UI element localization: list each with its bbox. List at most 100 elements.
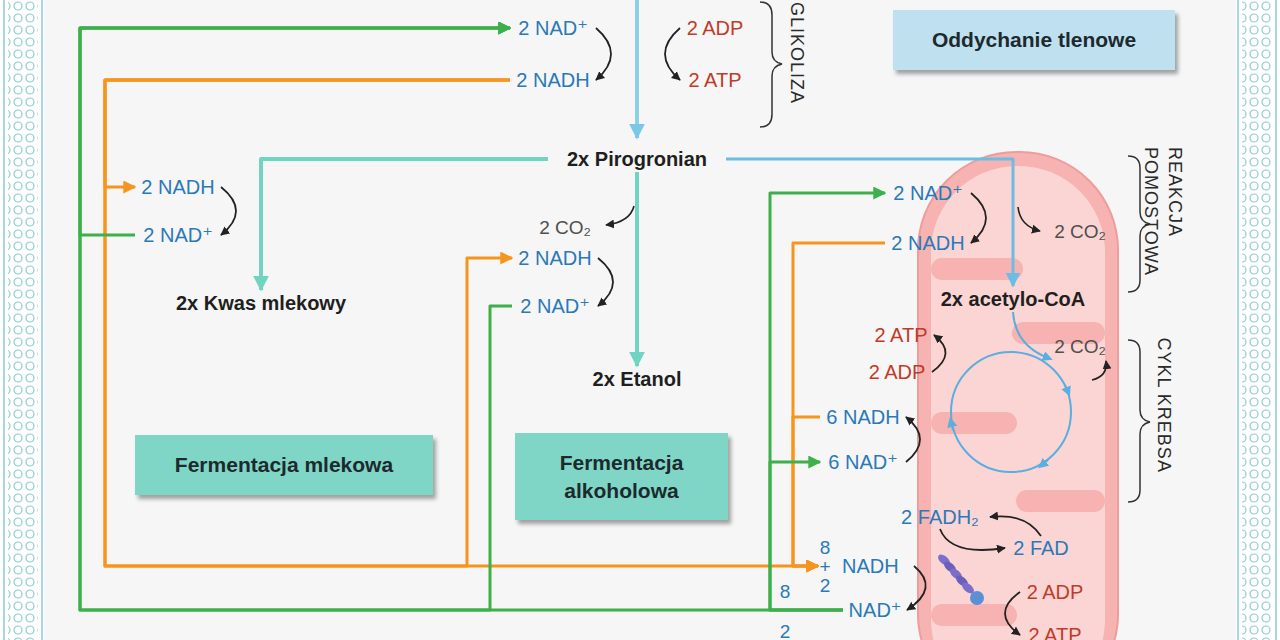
- mitochondrion-outer: [918, 152, 1118, 640]
- node-text: Oddychanie tlenowe: [932, 26, 1136, 53]
- node-text: 2 ATP: [1029, 624, 1082, 640]
- flow-connector: [80, 28, 510, 235]
- flow-connector: [770, 462, 843, 610]
- node-text: Fermentacja mlekowa: [175, 451, 393, 478]
- node-text: 2 NAD⁺: [893, 181, 962, 205]
- co2-label: 2 CO₂: [1045, 220, 1115, 244]
- border-line: [1275, 0, 1277, 640]
- node-text: NAD⁺: [849, 598, 902, 622]
- flow-connector: [105, 80, 818, 566]
- energy-label: 2 ADP: [862, 360, 932, 384]
- protein-head: [970, 591, 984, 605]
- cofactor-label: 2 FAD: [1005, 536, 1077, 560]
- cofactor-label: 8 + 2 NADH: [818, 536, 914, 596]
- process-box: Fermentacja mlekowa: [135, 435, 433, 495]
- energy-label: 2 ATP: [868, 323, 934, 347]
- process-box: Fermentacja alkoholowa: [515, 433, 728, 520]
- section-label: CYKL KREBSA: [1151, 338, 1175, 503]
- node-text: 2 FAD: [1013, 537, 1069, 560]
- border-pattern: [1242, 0, 1272, 640]
- flow-connector: [635, 172, 639, 366]
- node-text: 2x Kwas mlekowy: [176, 292, 346, 315]
- energy-label: 2 ADP: [1020, 580, 1090, 604]
- conversion-arrow: [932, 335, 946, 372]
- co2-release-arrow: [606, 206, 634, 225]
- cofactor-label: 2 NADH: [510, 68, 596, 92]
- co2-label: 2 CO₂: [1045, 335, 1115, 359]
- conversion-arrow: [906, 417, 920, 462]
- flow-connector: [726, 159, 1013, 286]
- node-text: 2 NADH: [141, 176, 214, 199]
- section-label: GLIKOLIZA: [785, 2, 809, 122]
- node-text: NADH: [842, 555, 899, 578]
- node-text: 2x Etanol: [593, 368, 682, 391]
- conversion-arrow: [971, 193, 986, 243]
- krebs-cycle-circle: [951, 352, 1071, 472]
- border-line: [3, 0, 5, 640]
- flow-connector: [261, 159, 548, 290]
- energy-label: 2 ATP: [1020, 623, 1090, 640]
- section-label: REAKCJA POMOSTOWA: [1138, 147, 1188, 297]
- cycle-arrowhead: [1042, 460, 1048, 465]
- cofactor-label: 2 NADH: [135, 175, 221, 199]
- crista: [1016, 490, 1105, 512]
- section-bracket: [1128, 340, 1150, 502]
- node-text: 2 ADP: [1027, 581, 1084, 604]
- flow-connector: [793, 417, 820, 566]
- conversion-arrow: [940, 529, 1005, 550]
- conversion-arrow: [221, 187, 236, 235]
- count-label: 8: [777, 581, 793, 603]
- border-pattern: [8, 0, 38, 640]
- node-text: 2 FADH₂: [901, 506, 979, 529]
- crista: [931, 258, 1023, 280]
- flow-connector: [80, 28, 512, 610]
- node-text: 6 NAD⁺: [828, 450, 897, 474]
- node-text: 6 NADH: [826, 406, 899, 429]
- section-bracket: [760, 2, 782, 127]
- cofactor-label: 2 NAD⁺: [135, 223, 221, 247]
- metabolite-label: 2x acetylo-CoA: [928, 286, 1098, 312]
- conversion-arrow: [907, 566, 926, 610]
- cycle-arrowhead: [951, 422, 953, 430]
- node-text: 8 + 2: [818, 538, 832, 595]
- flow-connector: [793, 243, 885, 566]
- node-text: 2x acetylo-CoA: [941, 288, 1086, 311]
- metabolite-label: 2x Pirogronian: [548, 146, 726, 172]
- conversion-arrow: [990, 516, 1041, 536]
- cycle-arrowhead: [1065, 385, 1068, 392]
- node-text: 2 ADP: [869, 361, 926, 384]
- co2-release-arrow: [1018, 207, 1040, 231]
- glycolysis-arrow: [635, 0, 639, 138]
- node-text: 2 NAD⁺: [143, 223, 212, 247]
- cofactor-label: 2 NAD⁺: [885, 181, 971, 205]
- section-title-box: Oddychanie tlenowe: [893, 10, 1175, 70]
- energy-label: 2 ADP: [680, 16, 750, 40]
- flow-connector: [80, 28, 843, 610]
- border-line: [41, 0, 43, 640]
- co2-label: 2 CO₂: [530, 216, 600, 240]
- cofactor-label: NAD⁺: [843, 598, 907, 622]
- node-text: 2 ATP: [689, 69, 742, 92]
- node-text: 2 ATP: [875, 324, 928, 347]
- cofactor-label: 6 NAD⁺: [820, 450, 906, 474]
- node-text: 2 NADH: [518, 247, 591, 270]
- co2-release-arrow: [1092, 361, 1106, 380]
- conversion-arrow: [665, 28, 680, 80]
- conversion-arrow: [598, 258, 613, 306]
- node-text: 2 NADH: [891, 232, 964, 255]
- node-text: 2 NADH: [516, 69, 589, 92]
- cofactor-label: 2 NAD⁺: [510, 16, 596, 40]
- energy-label: 2 ATP: [680, 68, 750, 92]
- cofactor-label: 2 FADH₂: [890, 505, 990, 529]
- atp-synthase-symbol: [936, 552, 984, 605]
- count-label: 2: [777, 621, 793, 640]
- conversion-arrow: [596, 28, 611, 80]
- node-text: 2 NAD⁺: [520, 294, 589, 318]
- crista: [931, 412, 1017, 434]
- node-text: 2 ADP: [687, 17, 744, 40]
- cofactor-label: 2 NADH: [512, 246, 598, 270]
- conversion-arrow: [1005, 592, 1020, 635]
